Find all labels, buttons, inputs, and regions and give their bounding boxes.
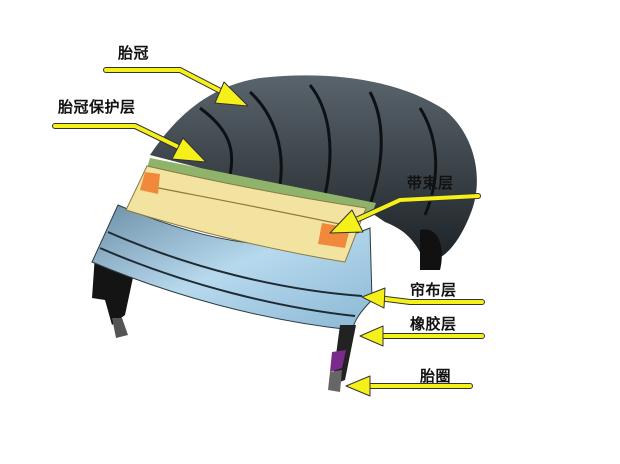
label-rubber: 橡胶层 (410, 315, 457, 333)
arrow-crown-protection (52, 123, 207, 163)
label-crown-protection: 胎冠保护层 (58, 98, 136, 116)
ply-line (99, 247, 356, 317)
label-bead: 胎圈 (420, 367, 452, 385)
ply-line (107, 231, 363, 297)
label-ply: 帘布层 (410, 281, 457, 299)
right-sidewall (420, 229, 442, 270)
tread-crown (150, 75, 477, 262)
tread-grooves (199, 84, 438, 216)
label-arrows (52, 67, 485, 397)
ply-band (91, 204, 373, 331)
label-crown: 胎冠 (118, 44, 150, 62)
arrow-crown (103, 67, 249, 107)
arrow-ply (361, 287, 485, 309)
bead-wire (330, 350, 346, 372)
arrow-belt (329, 193, 481, 234)
belt-layer (125, 165, 367, 263)
belt-divider (142, 184, 359, 229)
arrow-rubber (359, 325, 485, 347)
label-belt: 带束层 (407, 174, 454, 192)
arrow-bead (345, 375, 473, 397)
bead-tip (328, 370, 342, 392)
left-bead (112, 318, 128, 338)
belt-edge-left (140, 172, 160, 194)
